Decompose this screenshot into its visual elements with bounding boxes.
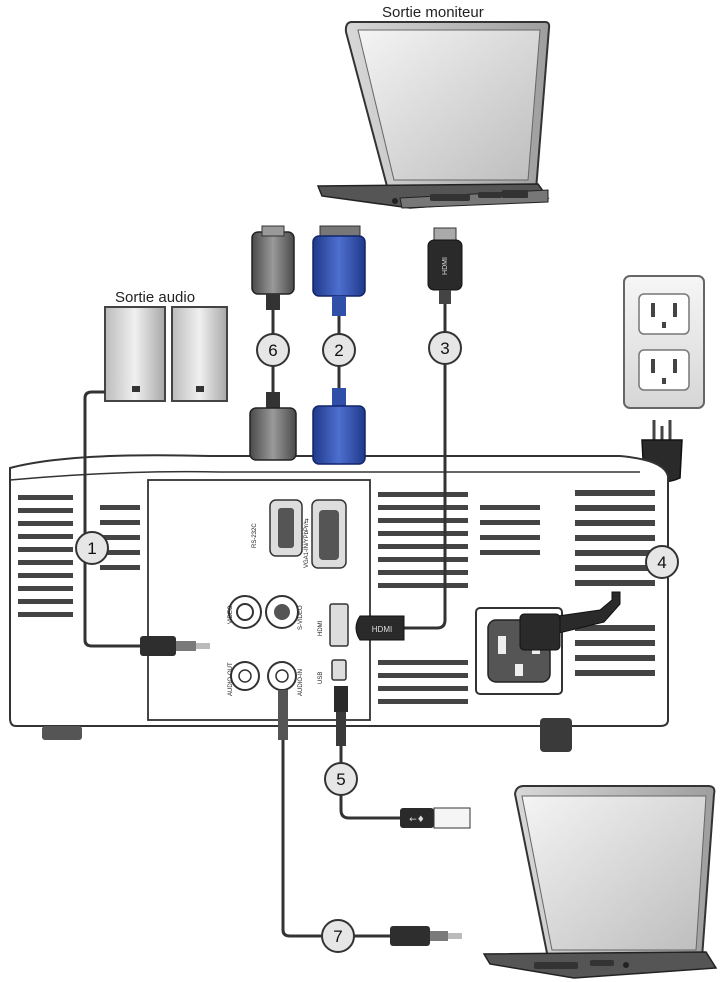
cable-1-audio-out bbox=[83, 390, 210, 656]
top-laptop bbox=[316, 21, 551, 209]
callout-7: 7 bbox=[321, 919, 355, 953]
callout-4: 4 bbox=[645, 545, 679, 579]
projector bbox=[9, 454, 669, 752]
port-label-hdmi: HDMI bbox=[318, 620, 324, 636]
port-label-audio-out: AUDIO-OUT bbox=[228, 662, 234, 696]
hdmi-plug-text-top: HDMI bbox=[442, 257, 449, 275]
svg-text:6: 6 bbox=[268, 341, 277, 360]
port-label-rs232: RS-232C bbox=[252, 523, 258, 548]
callout-3: 3 bbox=[428, 331, 462, 365]
monitor-out-label: Sortie moniteur bbox=[382, 4, 484, 21]
cable-5-usb: ←♦ bbox=[334, 686, 471, 829]
svg-text:2: 2 bbox=[334, 341, 343, 360]
svg-text:1: 1 bbox=[87, 539, 96, 558]
callout-1: 1 bbox=[75, 531, 109, 565]
callout-5: 5 bbox=[324, 762, 358, 796]
bottom-laptop bbox=[482, 785, 718, 979]
cable-3-hdmi: HDMI HDMI bbox=[355, 227, 463, 641]
cable-6-rs232 bbox=[249, 225, 297, 461]
port-label-usb: USB bbox=[318, 672, 324, 684]
wall-outlet bbox=[623, 275, 705, 409]
port-label-svideo: S-VIDEO bbox=[298, 605, 304, 630]
svg-text:3: 3 bbox=[440, 339, 449, 358]
svg-text:5: 5 bbox=[336, 770, 345, 789]
port-label-vga: VGA1-IN/YPbPr/⇆ bbox=[303, 518, 310, 568]
callout-6: 6 bbox=[256, 333, 290, 367]
svg-text:7: 7 bbox=[333, 927, 342, 946]
cable-4-power bbox=[519, 591, 621, 651]
svg-text:4: 4 bbox=[657, 553, 666, 572]
port-label-video: VIDEO bbox=[228, 605, 234, 624]
hdmi-plug-text: HDMI bbox=[372, 625, 392, 634]
port-panel: RS-232C VGA1-IN/YPbPr/⇆ VIDEO S-VIDEO AU… bbox=[228, 499, 349, 696]
callout-2: 2 bbox=[322, 333, 356, 367]
cable-2-vga bbox=[312, 225, 366, 465]
usb-plug-text: ←♦ bbox=[409, 815, 425, 825]
cable-7-audio-in bbox=[278, 690, 462, 946]
audio-out-label: Sortie audio bbox=[115, 289, 196, 306]
speakers bbox=[104, 306, 228, 402]
port-label-audio-in: AUDIO-IN bbox=[298, 669, 304, 696]
